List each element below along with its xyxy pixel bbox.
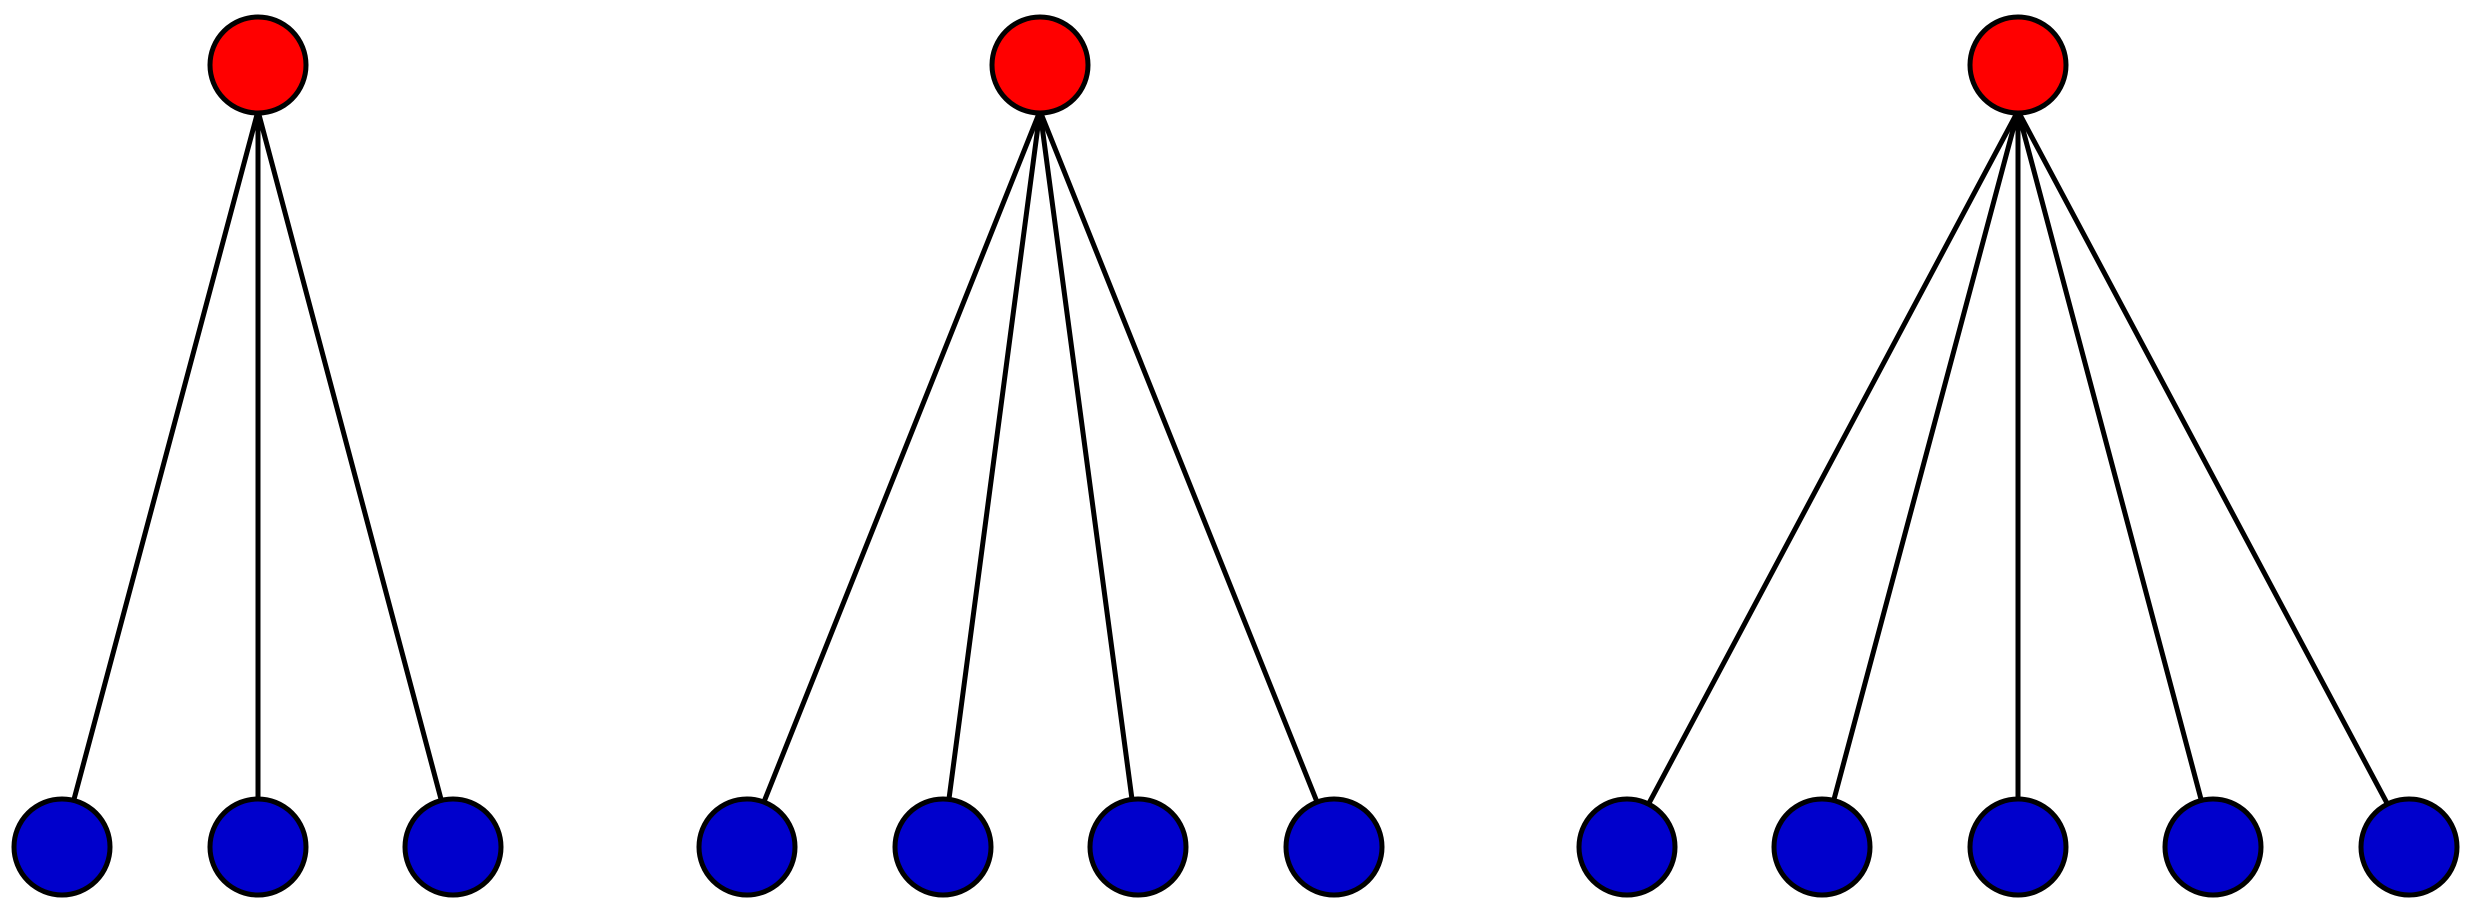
edge-1-1 <box>70 108 261 805</box>
edge-3-4 <box>2015 108 2205 805</box>
edge-2-4 <box>1037 108 1321 807</box>
edge-3-2 <box>1830 108 2021 805</box>
edge-3-5 <box>2015 108 2391 809</box>
edge-3-1 <box>1645 108 2021 809</box>
tree-1 <box>11 14 504 898</box>
leaf-node-2-4 <box>1283 796 1385 898</box>
trees-group <box>11 14 2460 898</box>
edge-2-3 <box>1037 108 1135 804</box>
leaf-node-3-4 <box>2162 796 2264 898</box>
edge-2-2 <box>946 108 1043 804</box>
edge-1-3 <box>255 108 445 805</box>
edge-2-1 <box>760 108 1043 807</box>
root-node-2 <box>989 14 1091 116</box>
leaf-node-2-2 <box>892 796 994 898</box>
tree-2 <box>696 14 1385 898</box>
tree-3 <box>1576 14 2460 898</box>
leaf-node-3-3 <box>1967 796 2069 898</box>
leaf-node-3-1 <box>1576 796 1678 898</box>
leaf-node-1-1 <box>11 796 113 898</box>
root-node-1 <box>207 14 309 116</box>
leaf-node-2-3 <box>1087 796 1189 898</box>
root-node-3 <box>1967 14 2069 116</box>
leaf-node-1-3 <box>402 796 504 898</box>
leaf-node-3-2 <box>1771 796 1873 898</box>
leaf-node-1-2 <box>207 796 309 898</box>
leaf-node-3-5 <box>2358 796 2460 898</box>
leaf-node-2-1 <box>696 796 798 898</box>
